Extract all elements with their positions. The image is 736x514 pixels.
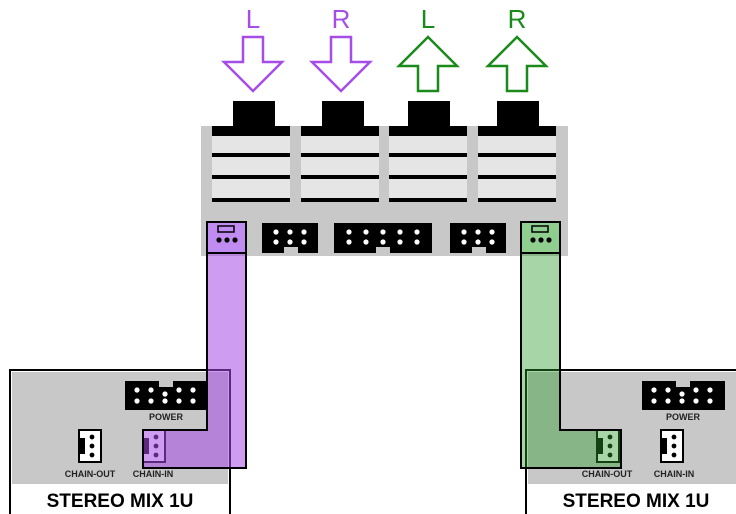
arrow-down-2: R	[308, 4, 374, 93]
arrow-up-4: R	[484, 4, 550, 93]
green-plug-top	[520, 221, 561, 254]
chain-out-label-left: CHAIN-OUT	[65, 469, 116, 479]
chain-out-port-left	[78, 429, 102, 463]
module-right-title: STEREO MIX 1U	[563, 491, 710, 512]
arrow-label-3: L	[421, 4, 435, 34]
jack-panel	[201, 101, 568, 256]
power-label-right: POWER	[666, 412, 701, 422]
power-label-left: POWER	[149, 412, 184, 422]
chain-in-port-right	[660, 429, 684, 463]
arrow-up-icon	[484, 35, 550, 93]
green-ribbon-cable	[520, 252, 622, 469]
purple-ribbon-cable	[142, 252, 247, 469]
power-connector-left	[125, 381, 208, 410]
arrow-up-icon	[395, 35, 461, 93]
jack-3	[389, 101, 467, 202]
chain-in-label-left: CHAIN-IN	[133, 469, 174, 479]
purple-plug-top	[206, 221, 247, 254]
jack-4	[478, 101, 556, 202]
arrow-up-3: L	[395, 4, 461, 93]
arrow-label-2: R	[332, 4, 351, 34]
arrow-down-icon	[220, 35, 286, 93]
header-2x5-center	[334, 223, 432, 253]
chain-out-label-right: CHAIN-OUT	[582, 469, 633, 479]
arrow-down-icon	[308, 35, 374, 93]
arrow-down-1: L	[220, 4, 286, 93]
chain-in-label-right: CHAIN-IN	[654, 469, 695, 479]
header-2x3-right	[450, 223, 506, 253]
arrow-label-1: L	[246, 4, 260, 34]
jack-1	[212, 101, 290, 202]
header-2x3-left	[262, 223, 318, 253]
module-left-title: STEREO MIX 1U	[47, 491, 194, 512]
chain-out-port-right	[596, 429, 620, 463]
power-connector-right	[642, 381, 725, 410]
jack-2	[301, 101, 379, 202]
arrow-label-4: R	[508, 4, 527, 34]
